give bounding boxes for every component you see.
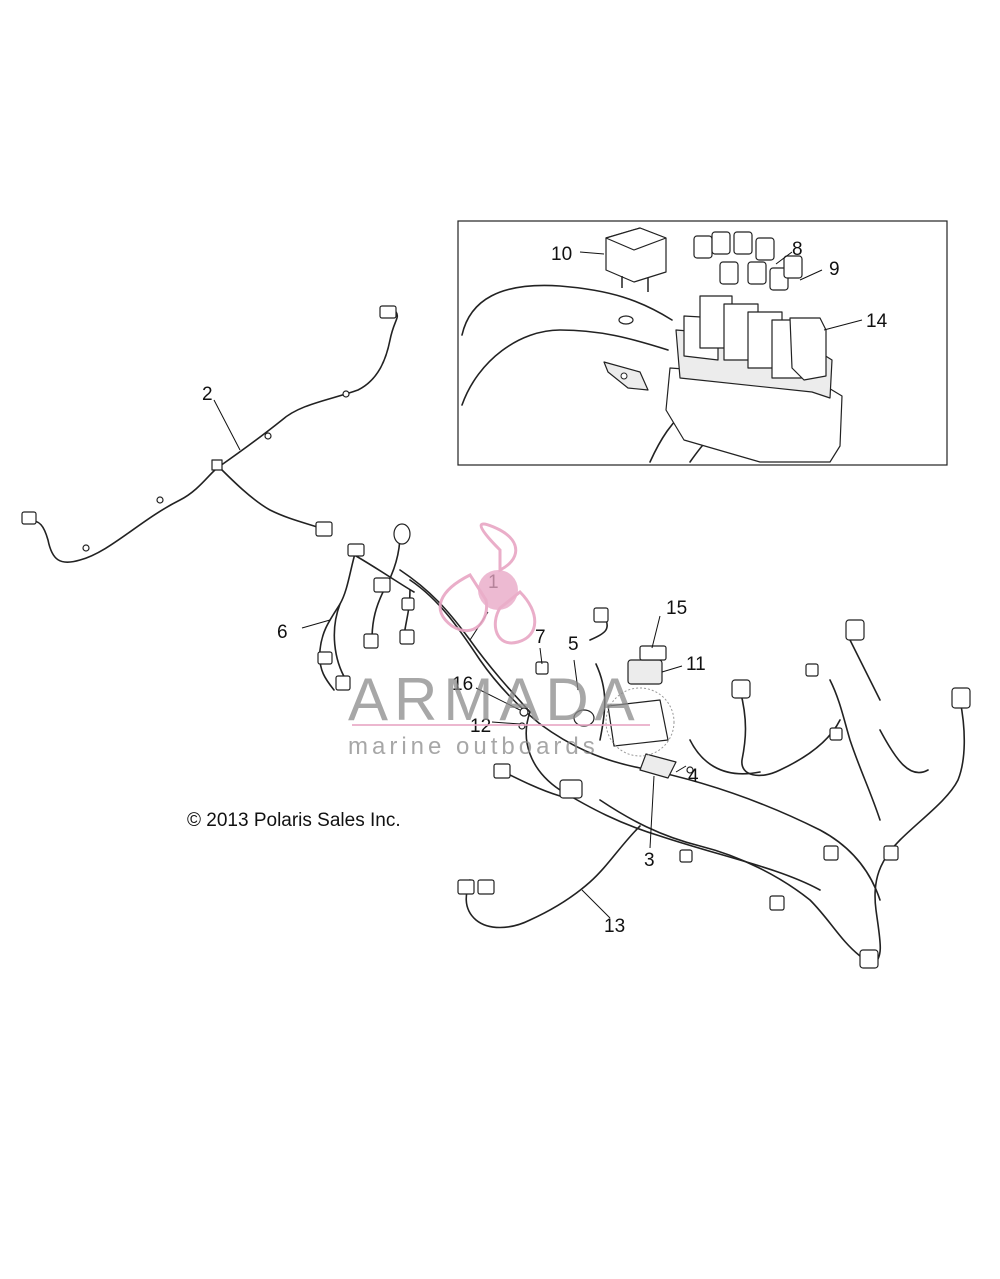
- watermark-brand: ARMADA: [348, 666, 641, 733]
- callout-2: 2: [202, 384, 213, 405]
- armada-watermark: ARMADA marine outboards: [348, 522, 650, 760]
- callout-3: 3: [644, 850, 655, 871]
- callout-4: 4: [688, 766, 699, 787]
- callout-14: 14: [866, 311, 888, 332]
- callout-7: 7: [535, 627, 546, 648]
- callout-9: 9: [829, 259, 840, 280]
- copyright-notice: © 2013 Polaris Sales Inc.: [187, 810, 401, 831]
- harness-6: [301, 523, 415, 691]
- callout-13: 13: [604, 916, 625, 937]
- callout-5: 5: [568, 634, 579, 655]
- callout-12: 12: [470, 716, 491, 737]
- relay-10: [605, 227, 667, 292]
- callout-15: 15: [666, 598, 687, 619]
- callout-labels: 1 2 3 4 5 6 7 8 9 10 11 12 13 14 15 16: [202, 239, 888, 937]
- callout-6: 6: [277, 622, 288, 643]
- callout-11: 11: [686, 654, 706, 675]
- callout-10: 10: [551, 244, 572, 265]
- main-harness: [399, 569, 971, 969]
- callout-16: 16: [452, 674, 473, 695]
- mini-fuses: [693, 231, 803, 291]
- propeller-logo-icon: [438, 522, 537, 645]
- inset-detail-fuse-box: [457, 220, 948, 466]
- harness-2: [21, 305, 399, 564]
- callout-8: 8: [792, 239, 803, 260]
- watermark-tagline: marine outboards: [348, 733, 599, 760]
